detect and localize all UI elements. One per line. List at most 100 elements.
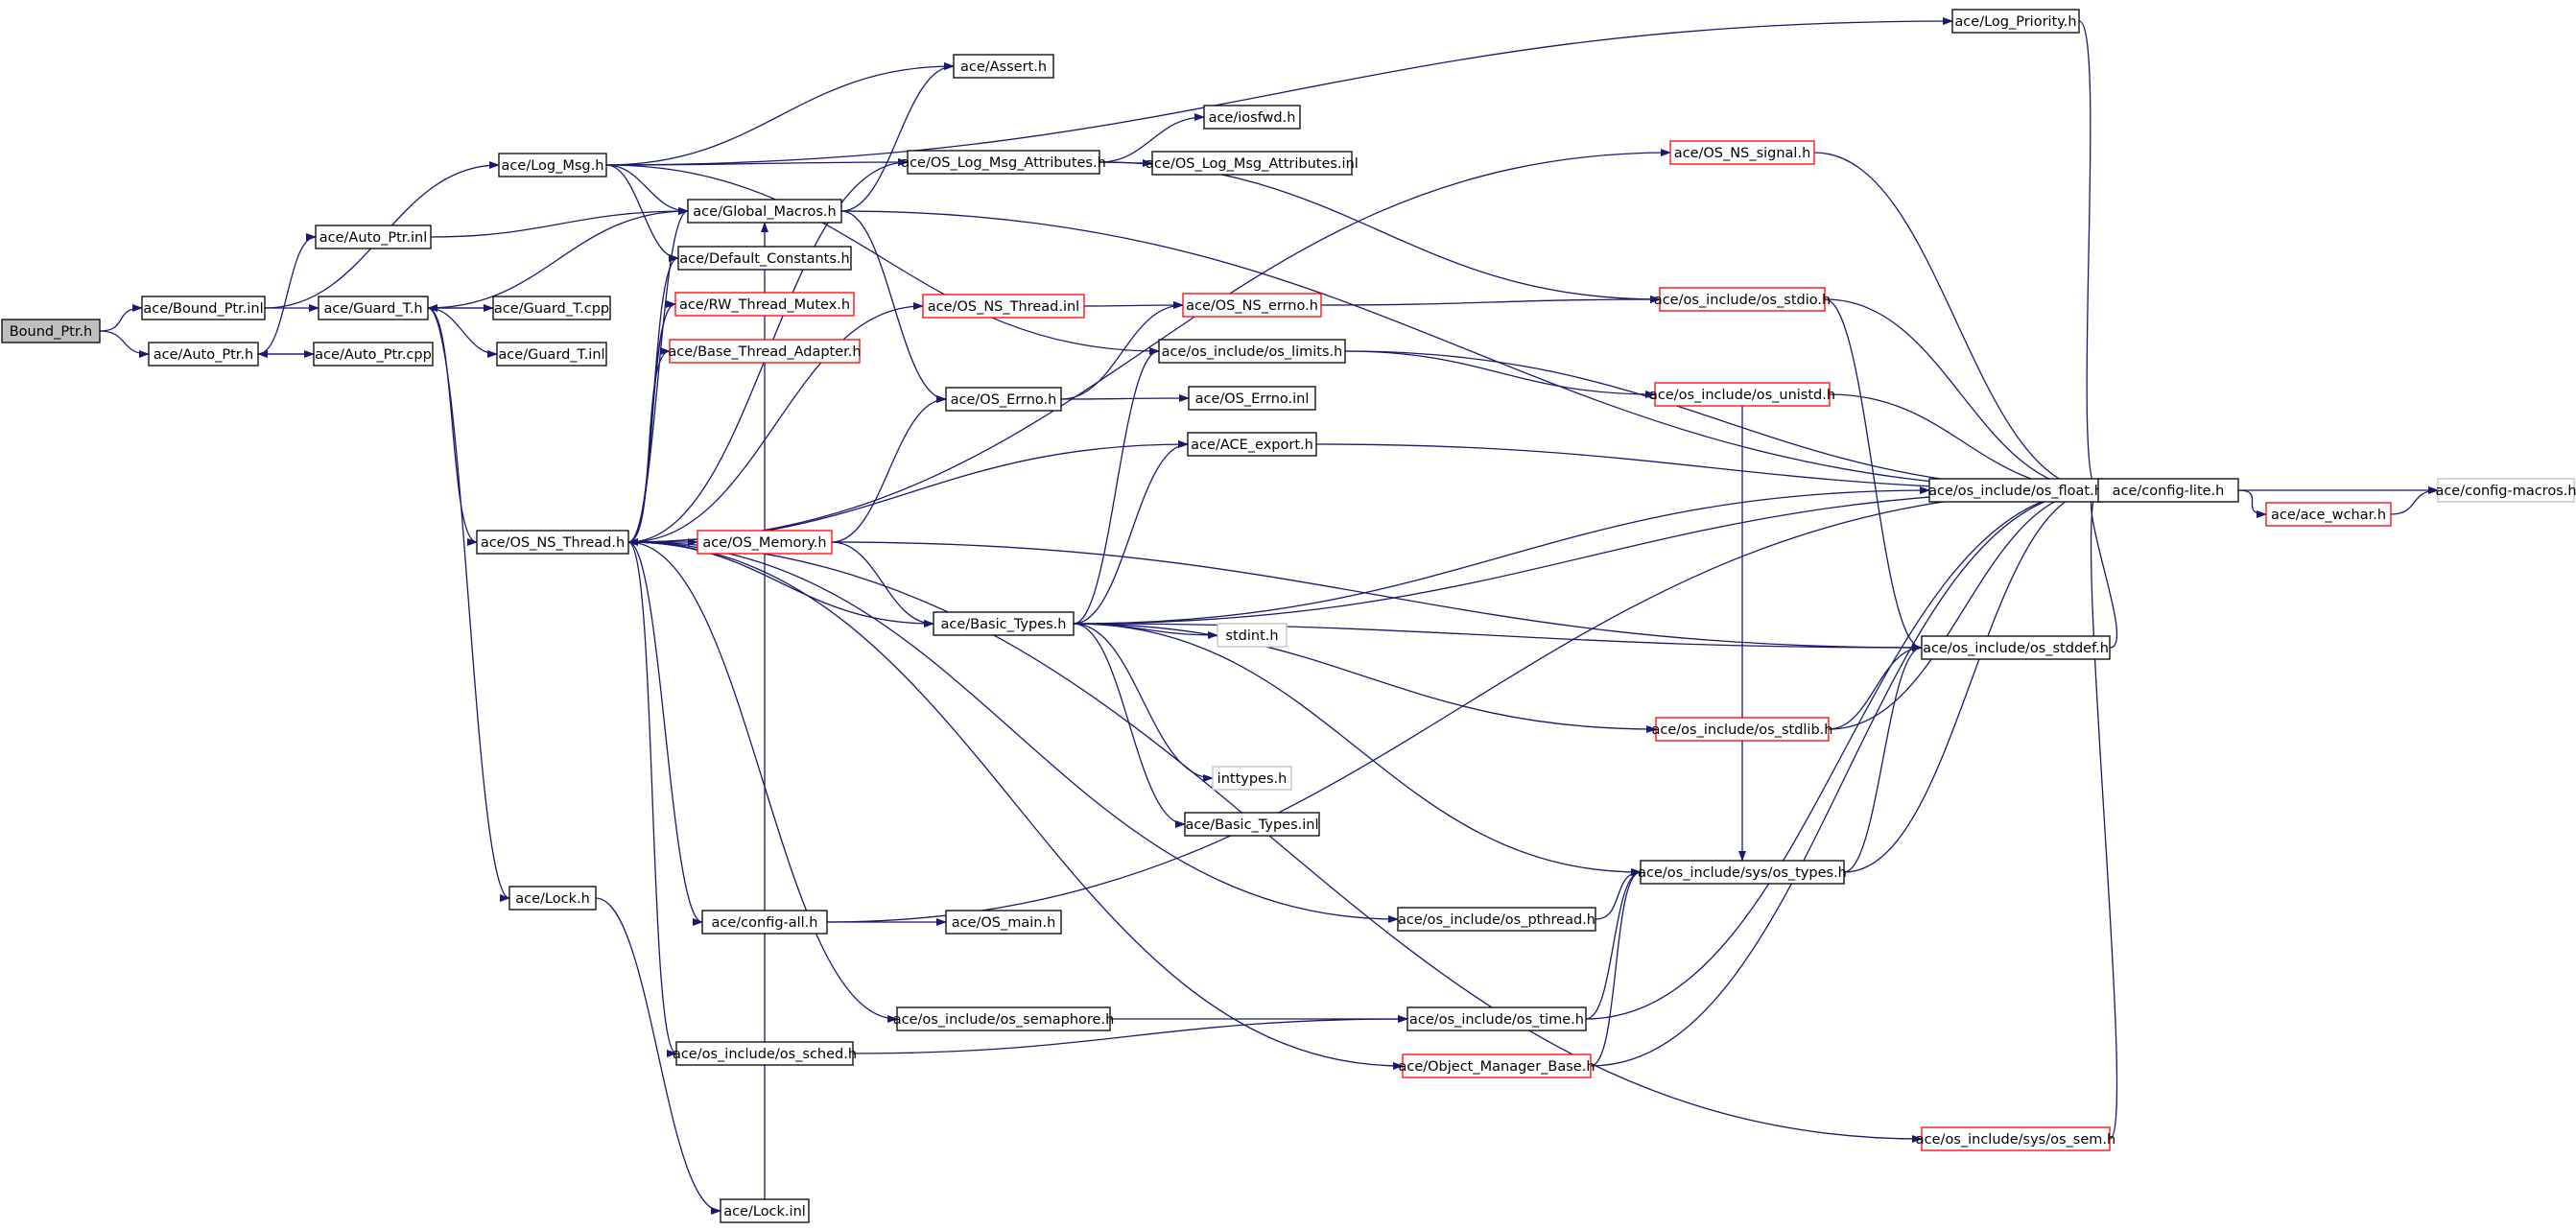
node-object_manager_base_h[interactable]: ace/Object_Manager_Base.h — [1398, 1053, 1595, 1078]
node-box-object_manager_base_h[interactable] — [1402, 1053, 1592, 1078]
node-box-os_log_msg_attr_inl[interactable] — [1151, 151, 1353, 176]
node-inttypes_h[interactable]: inttypes.h — [1212, 766, 1292, 791]
node-os_stdio_h[interactable]: ace/os_include/os_stdio.h — [1654, 287, 1831, 312]
node-os_sched_h[interactable]: ace/os_include/os_sched.h — [673, 1041, 857, 1066]
node-os_semaphore_h[interactable]: ace/os_include/os_semaphore.h — [893, 1006, 1115, 1031]
node-box-log_msg_h[interactable] — [498, 153, 607, 178]
node-os_stddef_h[interactable]: ace/os_include/os_stddef.h — [1921, 635, 2111, 660]
node-box-stdint_h[interactable] — [1217, 623, 1288, 648]
node-box-os_ns_thread_h[interactable] — [476, 530, 629, 555]
node-lock_inl[interactable]: ace/Lock.inl — [720, 1198, 810, 1223]
node-box-auto_ptr_h[interactable] — [148, 342, 259, 367]
node-base_thread_adapter_h[interactable]: ace/Base_Thread_Adapter.h — [668, 339, 862, 364]
node-box-guard_t_cpp[interactable] — [492, 296, 611, 320]
node-box-os_errno_inl[interactable] — [1188, 386, 1316, 411]
node-box-log_priority_h[interactable] — [1951, 9, 2080, 34]
node-box-os_time_h[interactable] — [1406, 1006, 1587, 1031]
node-box-rw_thread_mutex_h[interactable] — [674, 292, 855, 317]
node-default_constants_h[interactable]: ace/Default_Constants.h — [677, 246, 852, 271]
node-auto_ptr_inl[interactable]: ace/Auto_Ptr.inl — [315, 225, 432, 249]
node-config_all_h[interactable]: ace/config-all.h — [701, 910, 828, 935]
node-stdint_h[interactable]: stdint.h — [1217, 623, 1288, 648]
node-log_msg_h[interactable]: ace/Log_Msg.h — [498, 153, 607, 178]
node-os_log_msg_attr_h[interactable]: ace/OS_Log_Msg_Attributes.h — [901, 150, 1106, 175]
node-box-basic_types_h[interactable] — [933, 611, 1075, 636]
node-assert_h[interactable]: ace/Assert.h — [953, 54, 1054, 79]
node-os_errno_h[interactable]: ace/OS_Errno.h — [945, 387, 1062, 412]
node-rw_thread_mutex_h[interactable]: ace/RW_Thread_Mutex.h — [674, 292, 855, 317]
node-box-os_float_h[interactable] — [1928, 478, 2103, 503]
node-guard_t_cpp[interactable]: ace/Guard_T.cpp — [492, 296, 611, 320]
node-box-ace_wchar_h[interactable] — [2265, 502, 2392, 527]
node-auto_ptr_cpp[interactable]: ace/Auto_Ptr.cpp — [313, 342, 434, 367]
node-os_main_h[interactable]: ace/OS_main.h — [945, 910, 1062, 935]
node-box-basic_types_inl[interactable] — [1184, 812, 1320, 837]
node-box-os_main_h[interactable] — [945, 910, 1062, 935]
node-box-os_memory_h[interactable] — [697, 530, 833, 555]
node-box-ace_export_h[interactable] — [1187, 432, 1317, 457]
node-box-os_unistd_h[interactable] — [1654, 382, 1831, 407]
node-os_pthread_h[interactable]: ace/os_include/os_pthread.h — [1397, 907, 1596, 932]
node-box-lock_inl[interactable] — [720, 1198, 810, 1223]
node-iosfwd_h[interactable]: ace/iosfwd.h — [1203, 105, 1301, 130]
node-box-os_log_msg_attr_h[interactable] — [907, 150, 1100, 175]
node-basic_types_inl[interactable]: ace/Basic_Types.inl — [1184, 812, 1320, 837]
node-ace_export_h[interactable]: ace/ACE_export.h — [1187, 432, 1317, 457]
node-global_macros_h[interactable]: ace/Global_Macros.h — [687, 199, 842, 224]
node-os_limits_h[interactable]: ace/os_include/os_limits.h — [1158, 339, 1346, 364]
node-config_macros_h[interactable]: ace/config-macros.h — [2435, 478, 2576, 503]
node-log_priority_h[interactable]: ace/Log_Priority.h — [1951, 9, 2080, 34]
node-box-config_lite_h[interactable] — [2097, 478, 2239, 503]
node-box-lock_h[interactable] — [508, 886, 597, 911]
node-box-os_semaphore_h[interactable] — [896, 1006, 1111, 1031]
node-os_ns_thread_inl[interactable]: ace/OS_NS_Thread.inl — [922, 294, 1085, 319]
node-os_memory_h[interactable]: ace/OS_Memory.h — [697, 530, 833, 555]
node-box-os_stdio_h[interactable] — [1659, 287, 1826, 312]
node-box-assert_h[interactable] — [953, 54, 1054, 79]
node-box-config_macros_h[interactable] — [2437, 478, 2575, 503]
node-config_lite_h[interactable]: ace/config-lite.h — [2097, 478, 2239, 503]
node-os_log_msg_attr_inl[interactable]: ace/OS_Log_Msg_Attributes.inl — [1146, 151, 1359, 176]
node-box-os_stdlib_h[interactable] — [1655, 717, 1830, 742]
node-guard_t_inl[interactable]: ace/Guard_T.inl — [496, 342, 607, 367]
node-box-sys_os_sem_h[interactable] — [1921, 1126, 2111, 1151]
node-box-global_macros_h[interactable] — [687, 199, 842, 224]
node-box-os_sched_h[interactable] — [675, 1041, 854, 1066]
node-box-sys_os_types_h[interactable] — [1640, 860, 1845, 885]
node-lock_h[interactable]: ace/Lock.h — [508, 886, 597, 911]
node-box-os_ns_errno_h[interactable] — [1182, 293, 1322, 318]
node-auto_ptr_h[interactable]: ace/Auto_Ptr.h — [148, 342, 259, 367]
node-basic_types_h[interactable]: ace/Basic_Types.h — [933, 611, 1075, 636]
node-os_float_h[interactable]: ace/os_include/os_float.h — [1928, 478, 2103, 503]
node-sys_os_types_h[interactable]: ace/os_include/sys/os_types.h — [1638, 860, 1847, 885]
node-bound_ptr_h[interactable]: Bound_Ptr.h — [1, 319, 101, 343]
node-os_unistd_h[interactable]: ace/os_include/os_unistd.h — [1649, 382, 1835, 407]
node-box-os_ns_signal_h[interactable] — [1669, 140, 1815, 165]
node-box-config_all_h[interactable] — [701, 910, 828, 935]
node-os_ns_errno_h[interactable]: ace/OS_NS_errno.h — [1182, 293, 1322, 318]
node-ace_wchar_h[interactable]: ace/ace_wchar.h — [2265, 502, 2392, 527]
node-box-auto_ptr_cpp[interactable] — [313, 342, 434, 367]
node-box-auto_ptr_inl[interactable] — [315, 225, 432, 249]
node-box-os_ns_thread_inl[interactable] — [922, 294, 1085, 319]
node-box-os_stddef_h[interactable] — [1921, 635, 2111, 660]
node-os_stdlib_h[interactable]: ace/os_include/os_stdlib.h — [1652, 717, 1833, 742]
node-box-guard_t_inl[interactable] — [496, 342, 607, 367]
node-guard_t_h[interactable]: ace/Guard_T.h — [318, 296, 429, 320]
node-bound_ptr_inl[interactable]: ace/Bound_Ptr.inl — [141, 296, 266, 320]
node-box-inttypes_h[interactable] — [1212, 766, 1292, 791]
node-os_time_h[interactable]: ace/os_include/os_time.h — [1406, 1006, 1587, 1031]
node-box-bound_ptr_inl[interactable] — [141, 296, 266, 320]
node-box-iosfwd_h[interactable] — [1203, 105, 1301, 130]
node-sys_os_sem_h[interactable]: ace/os_include/sys/os_sem.h — [1916, 1126, 2115, 1151]
node-box-default_constants_h[interactable] — [677, 246, 852, 271]
node-box-guard_t_h[interactable] — [318, 296, 429, 320]
node-os_ns_thread_h[interactable]: ace/OS_NS_Thread.h — [476, 530, 629, 555]
node-os_ns_signal_h[interactable]: ace/OS_NS_signal.h — [1669, 140, 1815, 165]
node-os_errno_inl[interactable]: ace/OS_Errno.inl — [1188, 386, 1316, 411]
node-box-os_errno_h[interactable] — [945, 387, 1062, 412]
node-box-os_pthread_h[interactable] — [1397, 907, 1596, 932]
node-box-bound_ptr_h[interactable] — [1, 319, 101, 343]
node-box-base_thread_adapter_h[interactable] — [669, 339, 861, 364]
node-box-os_limits_h[interactable] — [1158, 339, 1346, 364]
